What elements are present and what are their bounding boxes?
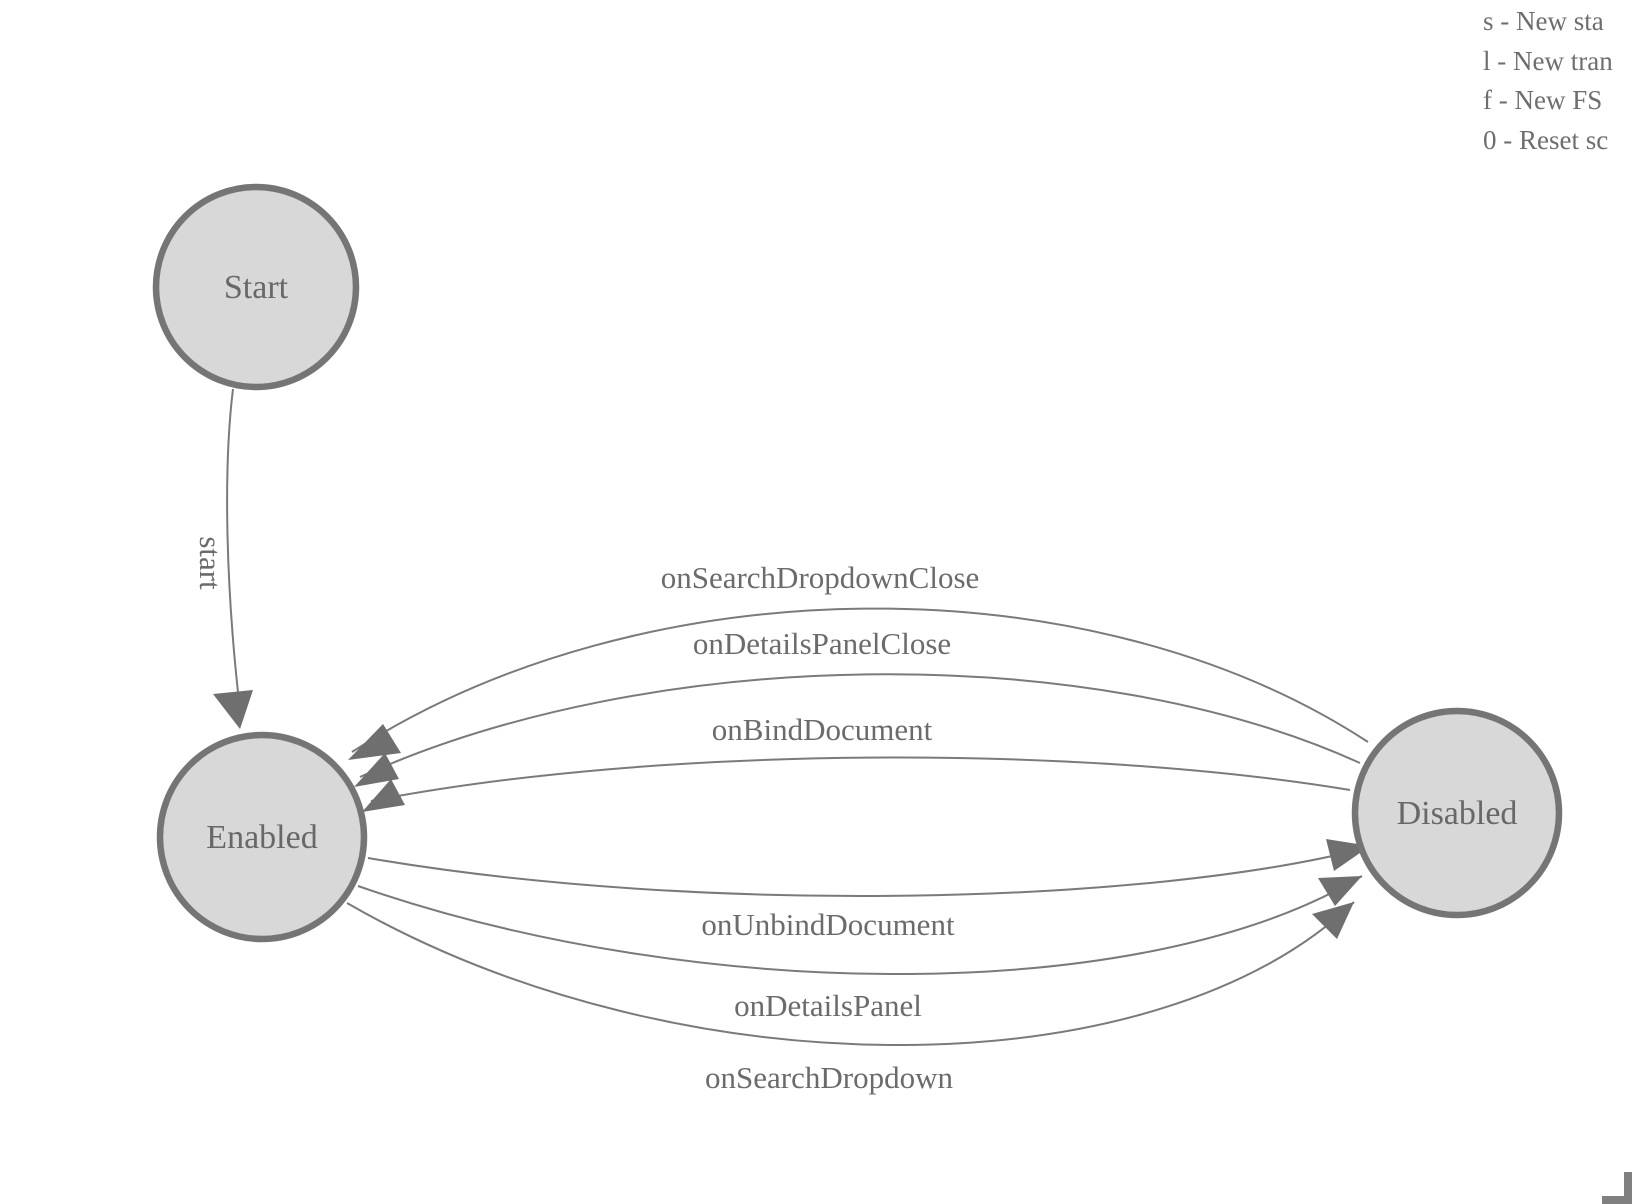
legend-item-reset-scale: 0 - Reset sc [1483,124,1609,155]
transition-onDetailsPanel-path[interactable] [357,875,1363,976]
transition-start-path[interactable] [226,388,241,711]
transition-onSearchDropdown-path[interactable] [346,901,1355,1046]
transition-onSearchDropdownClose[interactable] [348,607,1369,760]
state-node-disabled[interactable]: Disabled [1351,707,1563,919]
state-circle-start[interactable] [152,183,360,391]
transition-onSearchDropdown[interactable] [346,901,1355,1046]
transition-onDetailsPanel[interactable] [357,875,1363,976]
edge-label-onUnbindDocument[interactable]: onUnbindDocument [701,907,955,942]
edge-label-onDetailsPanelClose[interactable]: onDetailsPanelClose [693,626,951,661]
state-node-start[interactable]: Start [152,183,360,391]
arrowhead-onBindDocument [362,779,405,812]
arrowhead-onSearchDropdown [1312,902,1354,939]
transition-onUnbindDocument[interactable] [367,839,1371,897]
edge-label-onSearchDropdown[interactable]: onSearchDropdown [705,1060,953,1095]
transition-onDetailsPanelClose-path[interactable] [359,673,1361,778]
legend-item-new-state: s - New sta [1483,6,1604,36]
arrowhead-onSearchDropdownClose [348,724,401,760]
legend-item-new-fsm: f - New FS [1483,85,1603,115]
edge-label-onBindDocument[interactable]: onBindDocument [712,712,933,747]
edge-label-onDetailsPanel[interactable]: onDetailsPanel [734,988,922,1023]
arrowhead-onDetailsPanel [1318,876,1362,906]
cutoff-box-corner-horizontal [1602,1196,1632,1204]
transition-onSearchDropdownClose-path[interactable] [351,607,1369,753]
state-circle-disabled[interactable] [1351,707,1563,919]
state-node-enabled[interactable]: Enabled [156,731,368,943]
transition-start[interactable] [213,388,253,729]
arrowhead-start-to-enabled [213,690,253,729]
transition-onBindDocument-path[interactable] [370,756,1351,802]
state-label-disabled: Disabled [1397,795,1518,832]
edge-label-start[interactable]: start [193,536,228,590]
transition-onUnbindDocument-path[interactable] [367,846,1371,897]
state-label-enabled: Enabled [206,819,317,856]
edge-label-onSearchDropdownClose[interactable]: onSearchDropdownClose [661,560,980,595]
legend-item-new-transition: l - New tran [1483,45,1613,76]
hotkey-legend: s - New sta l - New tran f - New FS 0 - … [1483,2,1613,160]
transition-onBindDocument[interactable] [362,756,1351,812]
arrowhead-onDetailsPanelClose [354,753,399,787]
state-label-start: Start [224,269,289,306]
transition-onDetailsPanelClose[interactable] [354,673,1361,787]
state-circle-enabled[interactable] [156,731,368,943]
cutoff-box-corner-vertical [1624,1172,1632,1204]
